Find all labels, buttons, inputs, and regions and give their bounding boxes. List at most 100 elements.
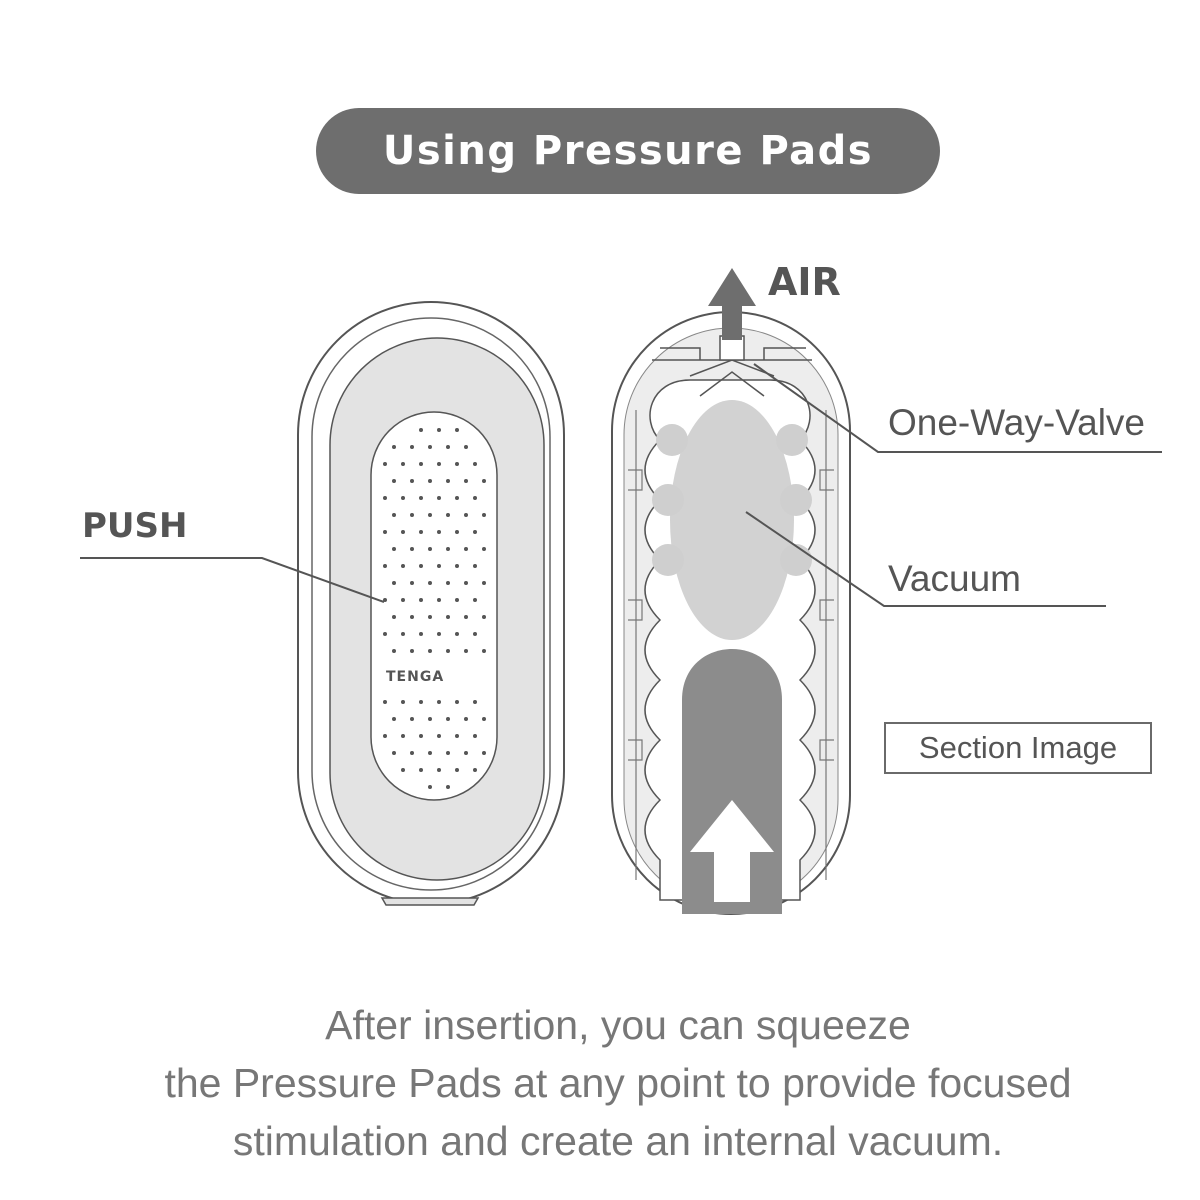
pad-dot [410, 513, 414, 517]
pad-dot [437, 598, 441, 602]
pad-dot [428, 615, 432, 619]
pad-dot [473, 598, 477, 602]
pad-dot [446, 717, 450, 721]
pad-dot [428, 717, 432, 721]
pad-dot [392, 751, 396, 755]
pad-dot [392, 649, 396, 653]
pad-dot [446, 547, 450, 551]
pad-dot [482, 649, 486, 653]
page-title: Using Pressure Pads [382, 128, 874, 174]
pad-dot [482, 751, 486, 755]
pad-dot [419, 598, 423, 602]
caption-line-3: stimulation and create an internal vacuu… [232, 1118, 1004, 1164]
pad-dot [383, 496, 387, 500]
pad-dot [473, 734, 477, 738]
pad-dot [410, 547, 414, 551]
pad-dot [437, 632, 441, 636]
pad-dot [446, 751, 450, 755]
pad-dot [419, 700, 423, 704]
pad-dot [464, 717, 468, 721]
pad-dot [410, 615, 414, 619]
pad-dot [446, 479, 450, 483]
title-banner: Using Pressure Pads [316, 108, 940, 194]
caption: After insertion, you can squeeze the Pre… [0, 996, 1200, 1170]
pad-dot [392, 581, 396, 585]
pad-dot [473, 462, 477, 466]
pad-dot [419, 462, 423, 466]
pad-dot [392, 479, 396, 483]
pad-dot [446, 649, 450, 653]
section-image-label: Section Image [918, 730, 1118, 765]
pad-dot [428, 513, 432, 517]
pad-dot [437, 462, 441, 466]
pad-dot [401, 564, 405, 568]
pad-dot [401, 598, 405, 602]
pad-dot [437, 530, 441, 534]
pad-dot [428, 581, 432, 585]
pad-dot [464, 445, 468, 449]
pad-dot [410, 479, 414, 483]
pad-dot [455, 768, 459, 772]
pad-dot [410, 751, 414, 755]
pad-dot [464, 615, 468, 619]
pad-dot [446, 513, 450, 517]
pad-dot [482, 615, 486, 619]
pad-dot [446, 615, 450, 619]
pad-dot [419, 564, 423, 568]
pad-dot [428, 785, 432, 789]
pad-dot [464, 513, 468, 517]
pad-dot [455, 700, 459, 704]
pad-dot [455, 462, 459, 466]
pad-dot [464, 751, 468, 755]
pad-dot [455, 428, 459, 432]
section-image-badge: Section Image [884, 722, 1152, 774]
caption-line-2: the Pressure Pads at any point to provid… [164, 1060, 1072, 1106]
pad-dot [437, 700, 441, 704]
pad-dot [383, 462, 387, 466]
vacuum-label: Vacuum [888, 558, 1021, 599]
pad-dot [428, 445, 432, 449]
pad-dot [392, 547, 396, 551]
pad-dot [455, 530, 459, 534]
pad-dot [464, 479, 468, 483]
pad-dot [401, 632, 405, 636]
pad-dot [401, 496, 405, 500]
pad-dot [437, 428, 441, 432]
pad-dot [437, 734, 441, 738]
tenga-logo: TENGA [386, 669, 444, 685]
air-arrow-icon [708, 268, 756, 340]
pad-dot [428, 547, 432, 551]
pad-dot [455, 564, 459, 568]
pad-dot [392, 717, 396, 721]
pad-dot [473, 700, 477, 704]
pad-dot [410, 581, 414, 585]
pad-dot [401, 700, 405, 704]
pad-dot [419, 496, 423, 500]
pad-dot [401, 462, 405, 466]
pad-dot [482, 717, 486, 721]
pad-dot [392, 615, 396, 619]
pad-dot [419, 632, 423, 636]
device-section [611, 268, 851, 915]
pad-dot [437, 564, 441, 568]
pad-dot [419, 734, 423, 738]
pad-dot [482, 581, 486, 585]
pad-dot [464, 547, 468, 551]
pad-dot [473, 530, 477, 534]
pad-dot [401, 530, 405, 534]
pad-dot [455, 632, 459, 636]
pad-dot [419, 530, 423, 534]
pad-dot [473, 768, 477, 772]
svg-text:TENGA: TENGA [386, 669, 444, 685]
valve-label: One-Way-Valve [888, 402, 1146, 443]
pad-dot [383, 632, 387, 636]
valve-leader-line [753, 363, 1162, 453]
pad-dot [383, 734, 387, 738]
pad-dot [455, 496, 459, 500]
pad-dot [401, 768, 405, 772]
pad-dot [401, 734, 405, 738]
vacuum-leader-line [745, 511, 1106, 607]
pad-dot [446, 445, 450, 449]
pressure-pad-dots [383, 428, 486, 789]
pad-dot [383, 530, 387, 534]
